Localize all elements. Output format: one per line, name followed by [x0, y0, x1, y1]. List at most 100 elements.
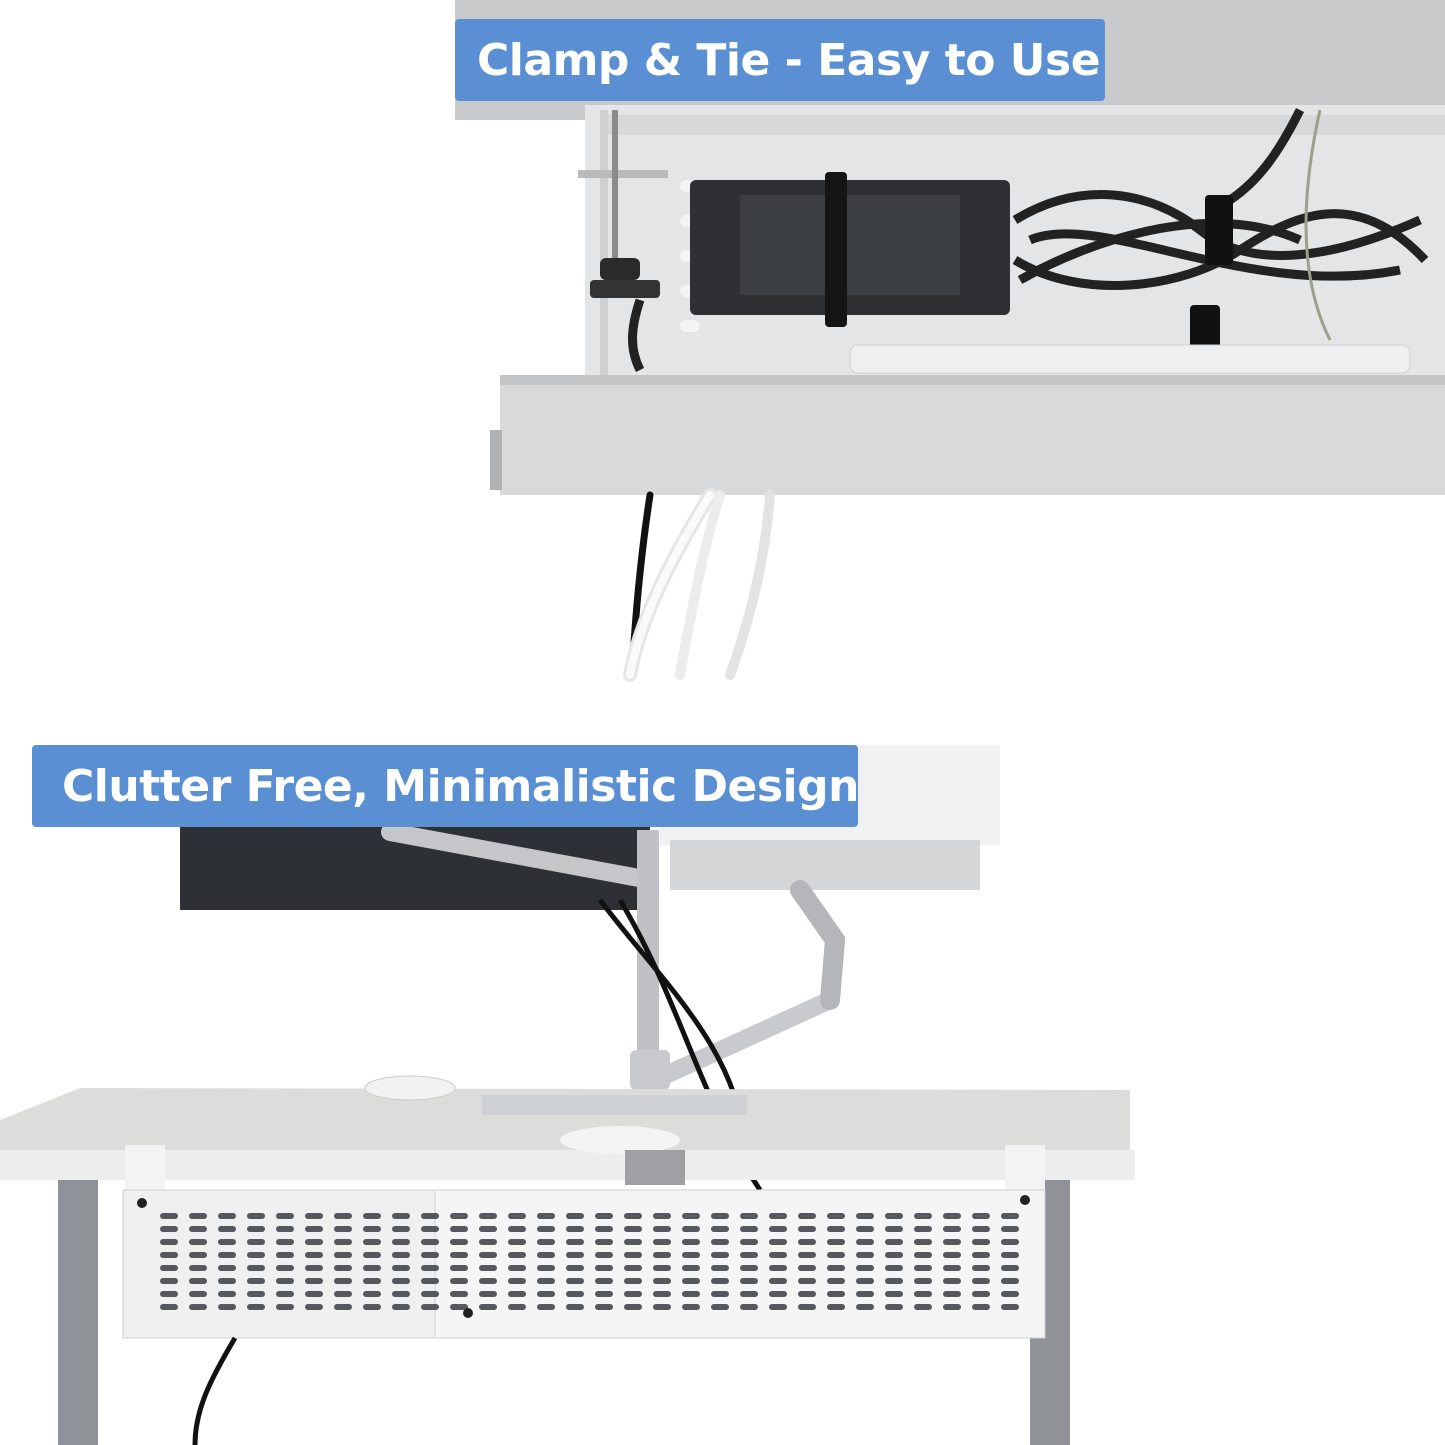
perforation-slot: [943, 1291, 961, 1297]
perforation-slot: [769, 1304, 787, 1310]
perforation-slot: [160, 1213, 178, 1219]
perforation-slot: [392, 1291, 410, 1297]
perforation-slot: [160, 1265, 178, 1271]
perforation-slot: [566, 1304, 584, 1310]
perforation-slot: [740, 1265, 758, 1271]
perforation-slot: [798, 1213, 816, 1219]
perforation-slot: [624, 1213, 642, 1219]
perforation-slot: [856, 1252, 874, 1258]
perforation-slot: [885, 1304, 903, 1310]
perforation-slot: [914, 1291, 932, 1297]
perforation-slot: [421, 1226, 439, 1232]
perforation-slot: [392, 1278, 410, 1284]
perforation-slot: [305, 1278, 323, 1284]
perforation-slot: [943, 1265, 961, 1271]
perforation-slot: [740, 1226, 758, 1232]
perforation-slot: [421, 1213, 439, 1219]
perforation-slot: [740, 1213, 758, 1219]
perforation-slot: [595, 1239, 613, 1245]
perforation-slot: [247, 1265, 265, 1271]
perforation-slot: [160, 1226, 178, 1232]
perforation-slot: [885, 1213, 903, 1219]
perforation-slot: [160, 1239, 178, 1245]
perforation-slot: [1001, 1278, 1019, 1284]
perforation-slot: [856, 1304, 874, 1310]
perforation-slot: [711, 1304, 729, 1310]
perforation-slot: [595, 1278, 613, 1284]
perforation-slot: [479, 1213, 497, 1219]
perforation-slot: [595, 1265, 613, 1271]
perforation-slot: [943, 1239, 961, 1245]
perforation-slot: [421, 1304, 439, 1310]
perforation-slot: [363, 1213, 381, 1219]
perforation-slot: [537, 1265, 555, 1271]
perforation-slot: [914, 1239, 932, 1245]
perforation-slot: [479, 1304, 497, 1310]
perforation-slot: [914, 1304, 932, 1310]
perforation-slot: [247, 1239, 265, 1245]
perforation-slot: [798, 1239, 816, 1245]
perforation-slot: [305, 1252, 323, 1258]
perforation-slot: [276, 1213, 294, 1219]
perforation-slot: [305, 1239, 323, 1245]
perforation-slot: [450, 1278, 468, 1284]
perforation-slot: [914, 1265, 932, 1271]
perforation-slot: [450, 1304, 468, 1310]
perforation-slot: [595, 1213, 613, 1219]
feature-banner-clutter-free: Clutter Free, Minimalistic Design: [32, 745, 859, 827]
perforation-slot: [769, 1239, 787, 1245]
perforation-slot: [827, 1265, 845, 1271]
perforation-slot: [189, 1265, 207, 1271]
perforation-slot: [885, 1252, 903, 1258]
perforation-slot: [798, 1278, 816, 1284]
perforation-slot: [305, 1265, 323, 1271]
cable-tray-right: [434, 1189, 1046, 1339]
perforation-slot: [334, 1226, 352, 1232]
tray-front-panel: [500, 375, 1445, 495]
perforation-slot: [508, 1278, 526, 1284]
velcro-tie: [825, 172, 847, 327]
perforation-slot: [160, 1291, 178, 1297]
perforation-slot: [218, 1213, 236, 1219]
perforation-slot: [363, 1278, 381, 1284]
perforation-slot: [508, 1291, 526, 1297]
desk-leg-left: [58, 1180, 98, 1445]
perforation-slot: [566, 1226, 584, 1232]
perforation-slot: [769, 1291, 787, 1297]
perforation-slot: [450, 1213, 468, 1219]
perforation-slot: [711, 1291, 729, 1297]
perforation-slot: [972, 1304, 990, 1310]
perforation-slot: [247, 1278, 265, 1284]
perforation-slot: [421, 1278, 439, 1284]
perforation-slot: [363, 1252, 381, 1258]
perforation-slot: [885, 1239, 903, 1245]
perforation-slot: [566, 1278, 584, 1284]
perforation-slot: [537, 1239, 555, 1245]
perforation-slot: [682, 1239, 700, 1245]
perforation-slot: [189, 1252, 207, 1258]
perforation-slot: [508, 1226, 526, 1232]
perforation-slot: [537, 1278, 555, 1284]
perforation-slot: [363, 1239, 381, 1245]
perforation-slot: [1001, 1252, 1019, 1258]
perforation-slot: [914, 1213, 932, 1219]
perforation-slot: [798, 1304, 816, 1310]
perforation-slot: [624, 1239, 642, 1245]
perforation-slot: [334, 1291, 352, 1297]
perforation-slot: [508, 1239, 526, 1245]
perforation-slot: [334, 1265, 352, 1271]
perforation-slot: [247, 1226, 265, 1232]
perforation-slot: [334, 1252, 352, 1258]
perforation-slot: [885, 1278, 903, 1284]
perforation-slot: [711, 1239, 729, 1245]
perforation-slot: [653, 1239, 671, 1245]
perforation-slot: [682, 1291, 700, 1297]
perforation-slot: [595, 1304, 613, 1310]
perforation-slot: [508, 1252, 526, 1258]
perforation-slot: [885, 1291, 903, 1297]
cable-tray-left: [122, 1189, 444, 1339]
perforation-slot: [479, 1291, 497, 1297]
perforation-slot: [363, 1291, 381, 1297]
perforation-slot: [247, 1252, 265, 1258]
